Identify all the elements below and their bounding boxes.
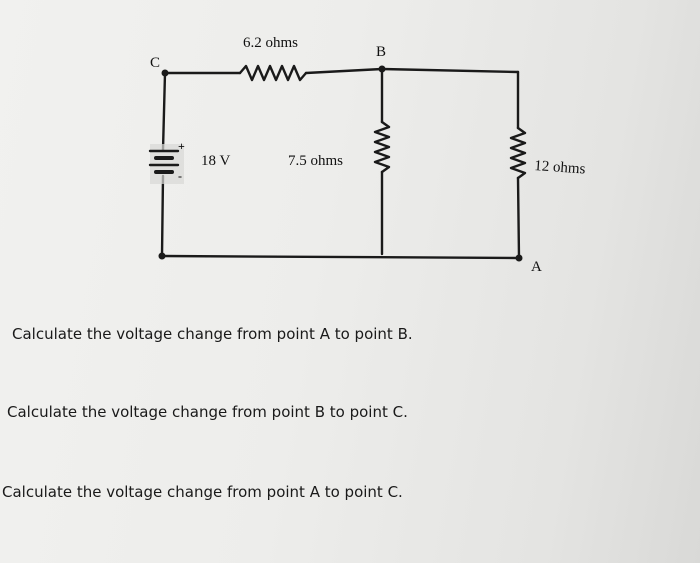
question-b-to-c: Calculate the voltage change from point … xyxy=(7,403,408,421)
wire-right-lower xyxy=(516,176,521,260)
node-a-dot xyxy=(515,254,523,262)
wire-left-lower xyxy=(160,174,165,258)
resistor-top-zigzag xyxy=(238,64,308,82)
resistor-right-zigzag xyxy=(509,126,527,180)
battery-voltage-label: 18 V xyxy=(201,153,230,169)
battery-plus-label: + xyxy=(178,139,185,153)
question-a-to-b: Calculate the voltage change from point … xyxy=(12,325,413,343)
circuit-diagram: C B A 6.2 ohms 7.5 ohms 12 ohms 18 V + - xyxy=(148,35,586,275)
node-b-dot xyxy=(378,65,386,73)
node-c-dot xyxy=(161,69,169,77)
resistor-top-label: 6.2 ohms xyxy=(243,35,298,51)
battery-symbol xyxy=(148,144,184,184)
resistor-right-label: 12 ohms xyxy=(534,158,586,178)
resistor-middle-label: 7.5 ohms xyxy=(288,153,343,169)
wire-bottom xyxy=(160,254,521,260)
node-label-b: B xyxy=(376,44,386,60)
battery-minus-label: - xyxy=(178,169,182,183)
wire-top-right xyxy=(304,67,520,75)
question-a-to-c: Calculate the voltage change from point … xyxy=(2,483,403,501)
node-label-c: C xyxy=(150,55,160,71)
wire-left-upper xyxy=(161,71,167,152)
node-bottom-left-dot xyxy=(158,252,166,260)
node-label-a: A xyxy=(531,259,542,275)
resistor-middle-zigzag xyxy=(373,120,391,174)
